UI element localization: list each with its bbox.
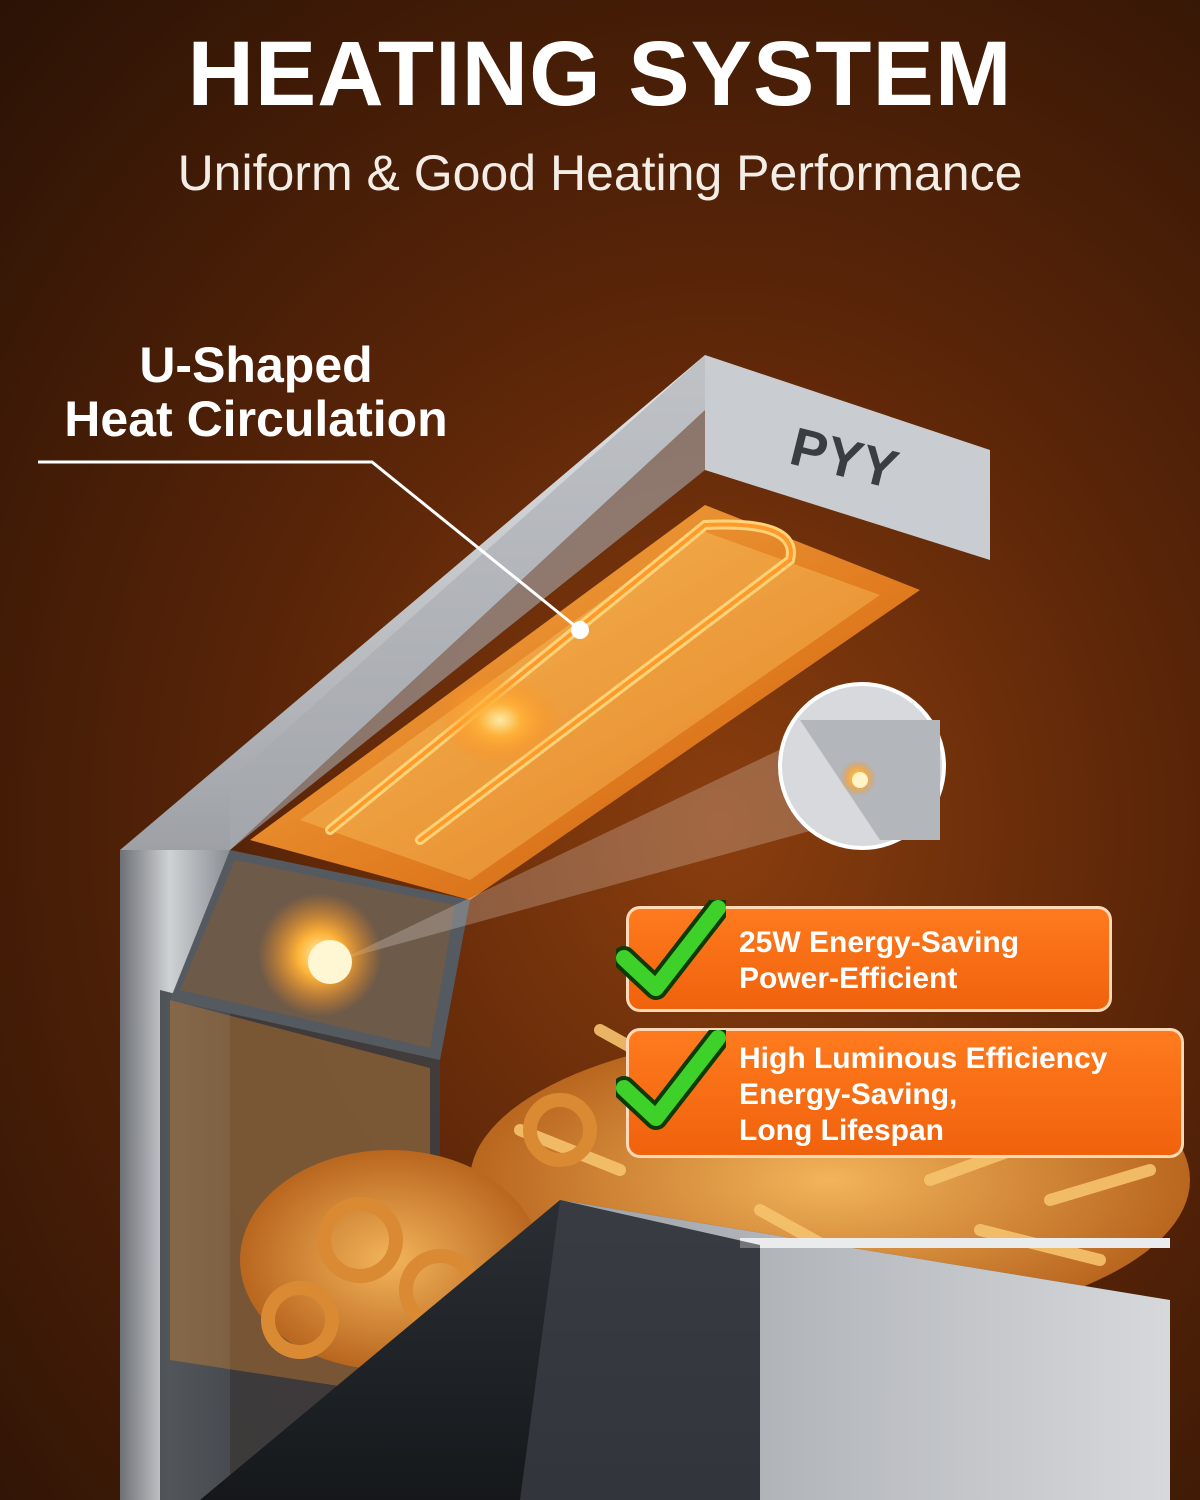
heat-circulation-callout: U-Shaped Heat Circulation	[36, 338, 476, 446]
bulb-icon	[258, 740, 850, 1017]
callout-line-2: Heat Circulation	[64, 391, 448, 447]
feature-text: Long Lifespan	[739, 1114, 944, 1147]
check-icon	[616, 1030, 726, 1130]
feature-text: 25W Energy-Saving	[739, 926, 1020, 959]
bulb-zoom-inset	[778, 682, 946, 850]
feature-text: Energy-Saving,	[739, 1078, 958, 1111]
check-icon	[616, 900, 726, 1000]
serving-tray	[200, 1200, 1170, 1500]
callout-line-1: U-Shaped	[139, 337, 373, 393]
feature-text: Power-Efficient	[739, 962, 958, 995]
page-subtitle: Uniform & Good Heating Performance	[177, 145, 1023, 201]
page-title: HEATING SYSTEM	[187, 23, 1013, 125]
callout-leader-line	[38, 460, 589, 639]
feature-text: High Luminous Efficiency	[739, 1042, 1108, 1075]
heater-arm: PYY	[120, 355, 990, 850]
heating-panel	[250, 505, 920, 900]
heating-tube-icon	[325, 519, 796, 845]
